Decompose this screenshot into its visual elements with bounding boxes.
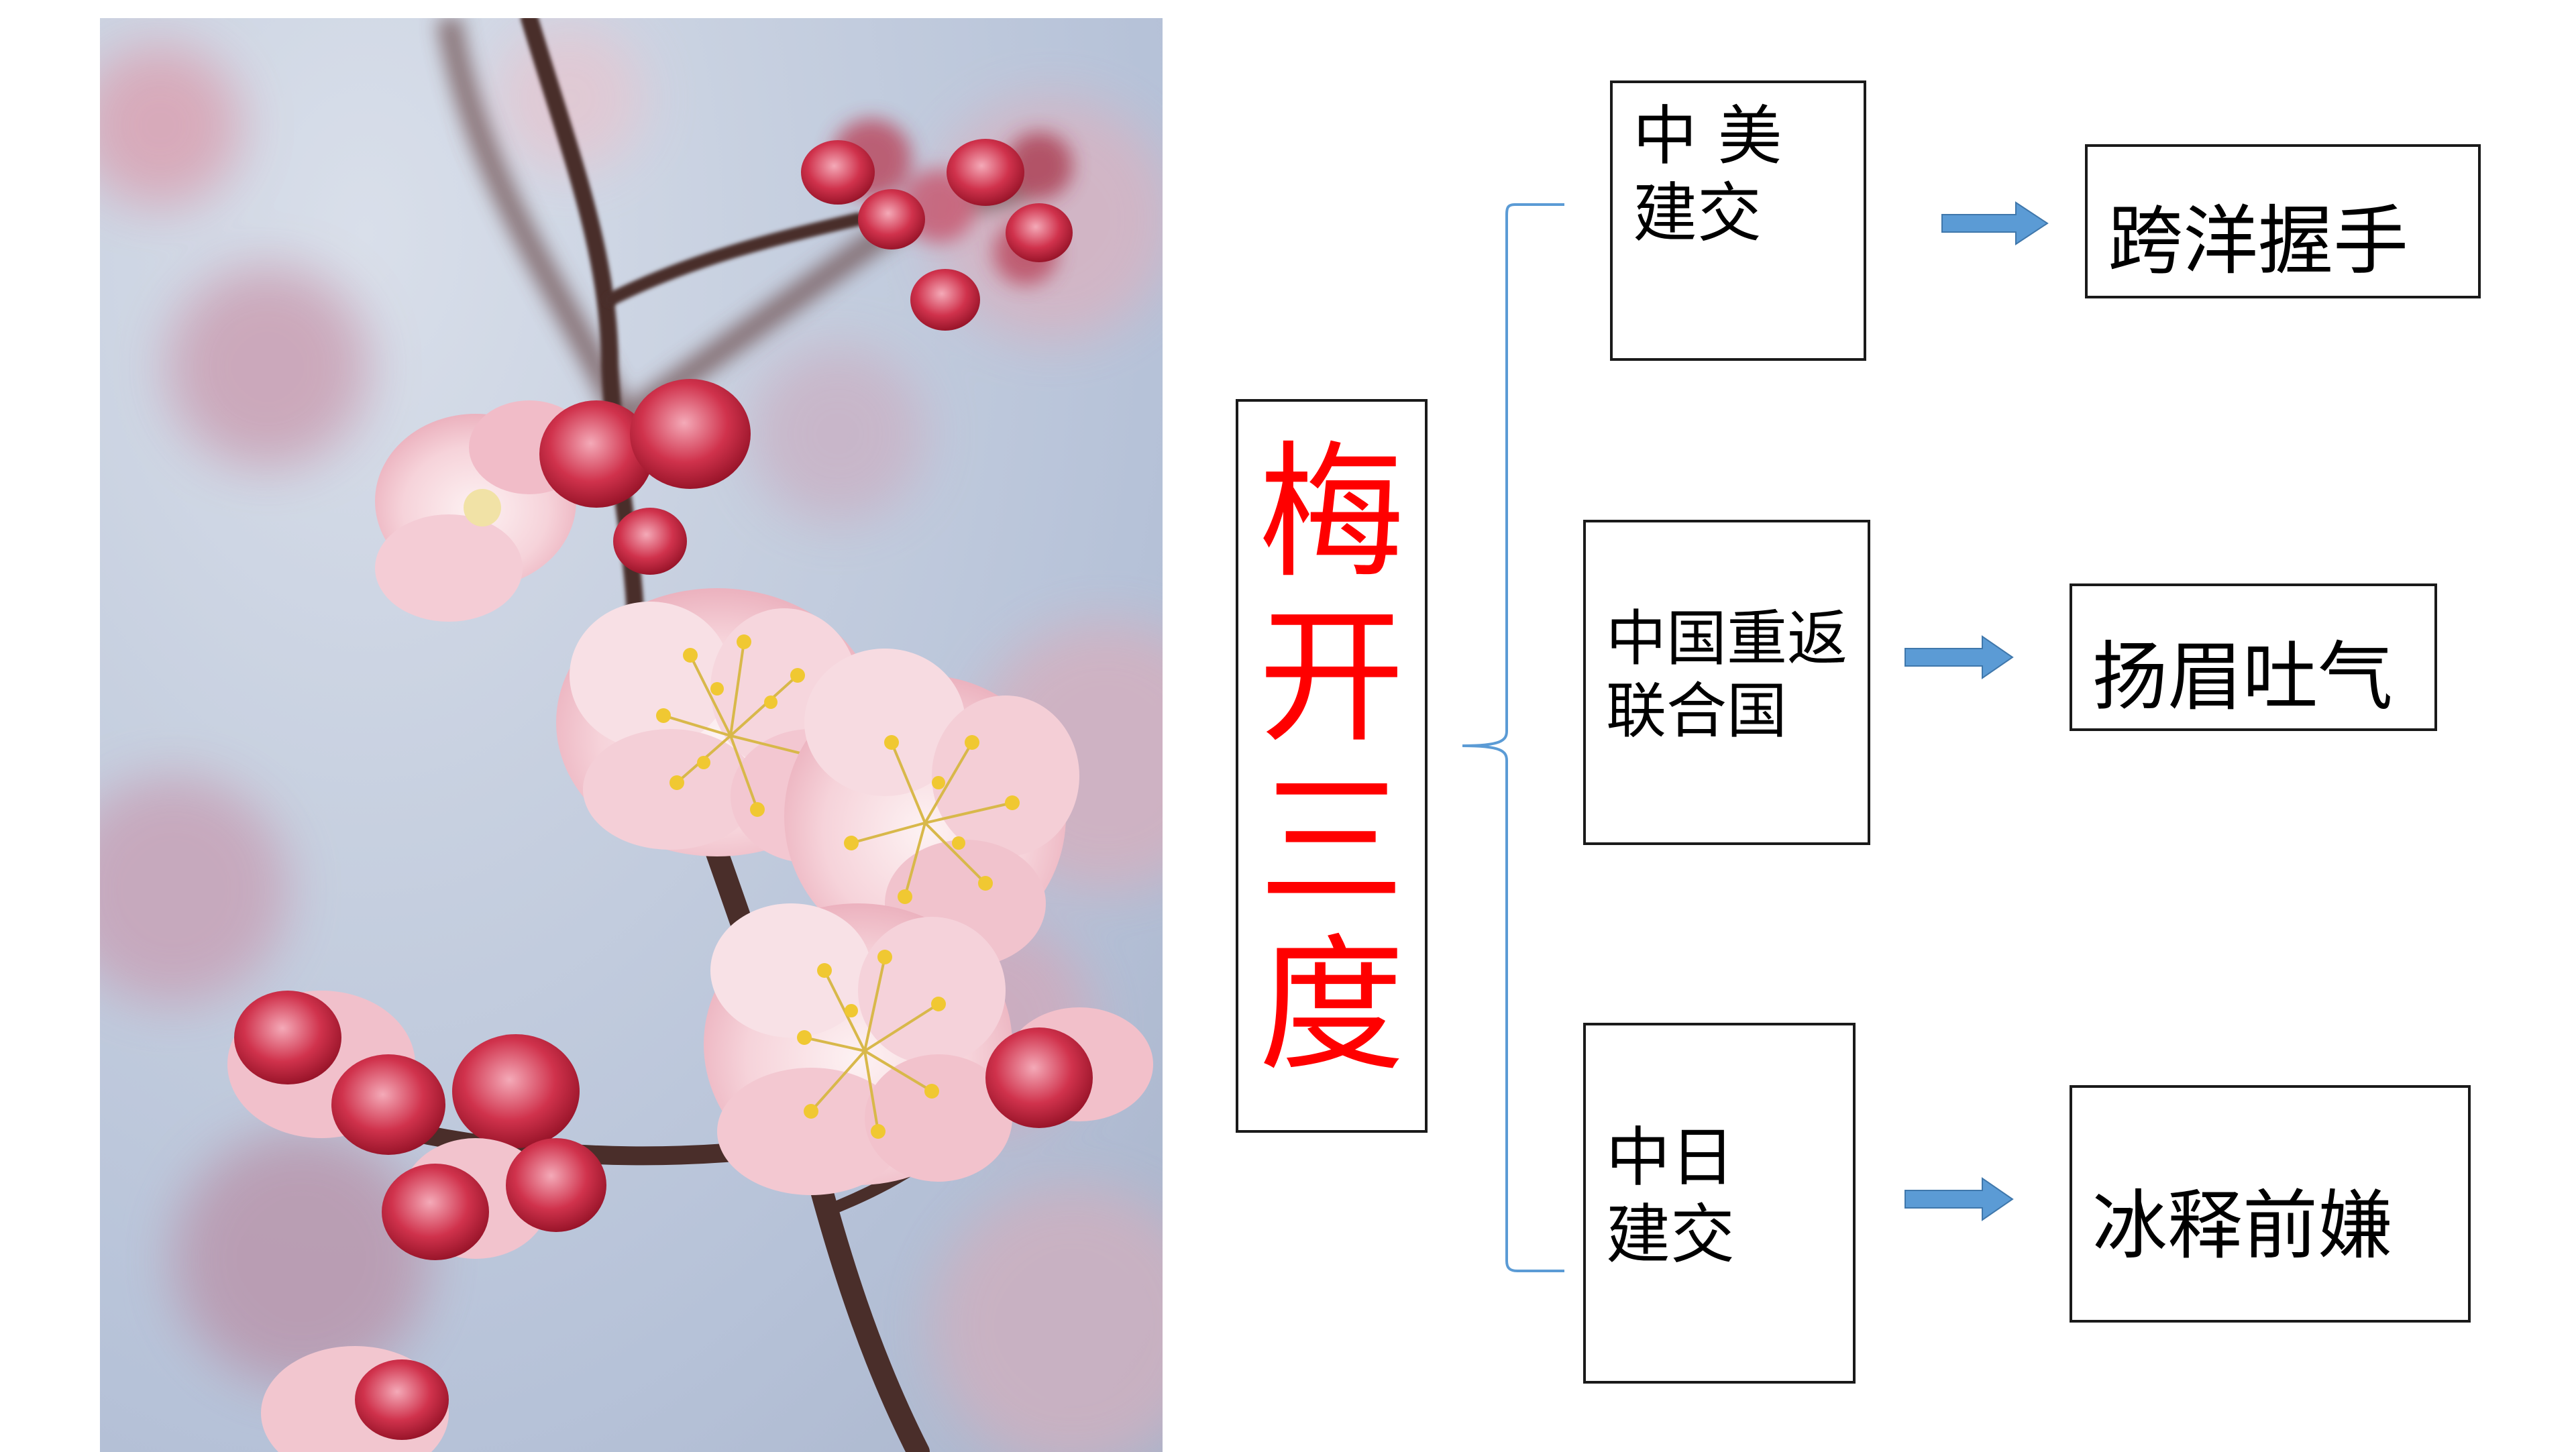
outcome-box-2: 扬眉吐气 <box>2070 583 2437 731</box>
event-label-un-return: 中国重返 联合国 <box>1606 604 1847 746</box>
grouping-bracket <box>1462 203 1564 1272</box>
title-char-3: 三 <box>1258 757 1405 927</box>
title-box: 梅 开 三 度 <box>1236 399 1428 1133</box>
event-label-sino-us: 中 美 建交 <box>1633 99 1782 252</box>
plum-blossom-photo <box>100 18 1163 1452</box>
arrow-2 <box>1904 635 2014 679</box>
title-char-2: 开 <box>1258 593 1405 763</box>
arrow-1 <box>1941 201 2049 245</box>
arrow-3 <box>1904 1177 2014 1221</box>
outcome-label-2: 扬眉吐气 <box>2092 634 2393 721</box>
event-box-un-return: 中国重返 联合国 <box>1583 520 1870 845</box>
outcome-box-1: 跨洋握手 <box>2085 144 2481 298</box>
outcome-label-3: 冰释前嫌 <box>2092 1182 2393 1270</box>
title-char-1: 梅 <box>1258 429 1405 598</box>
title-char-4: 度 <box>1258 922 1405 1091</box>
event-box-sino-japan: 中日 建交 <box>1583 1023 1856 1384</box>
outcome-box-3: 冰释前嫌 <box>2070 1085 2471 1323</box>
event-box-sino-us: 中 美 建交 <box>1610 80 1866 361</box>
event-label-sino-japan: 中日 建交 <box>1606 1120 1735 1273</box>
outcome-label-1: 跨洋握手 <box>2108 198 2408 285</box>
